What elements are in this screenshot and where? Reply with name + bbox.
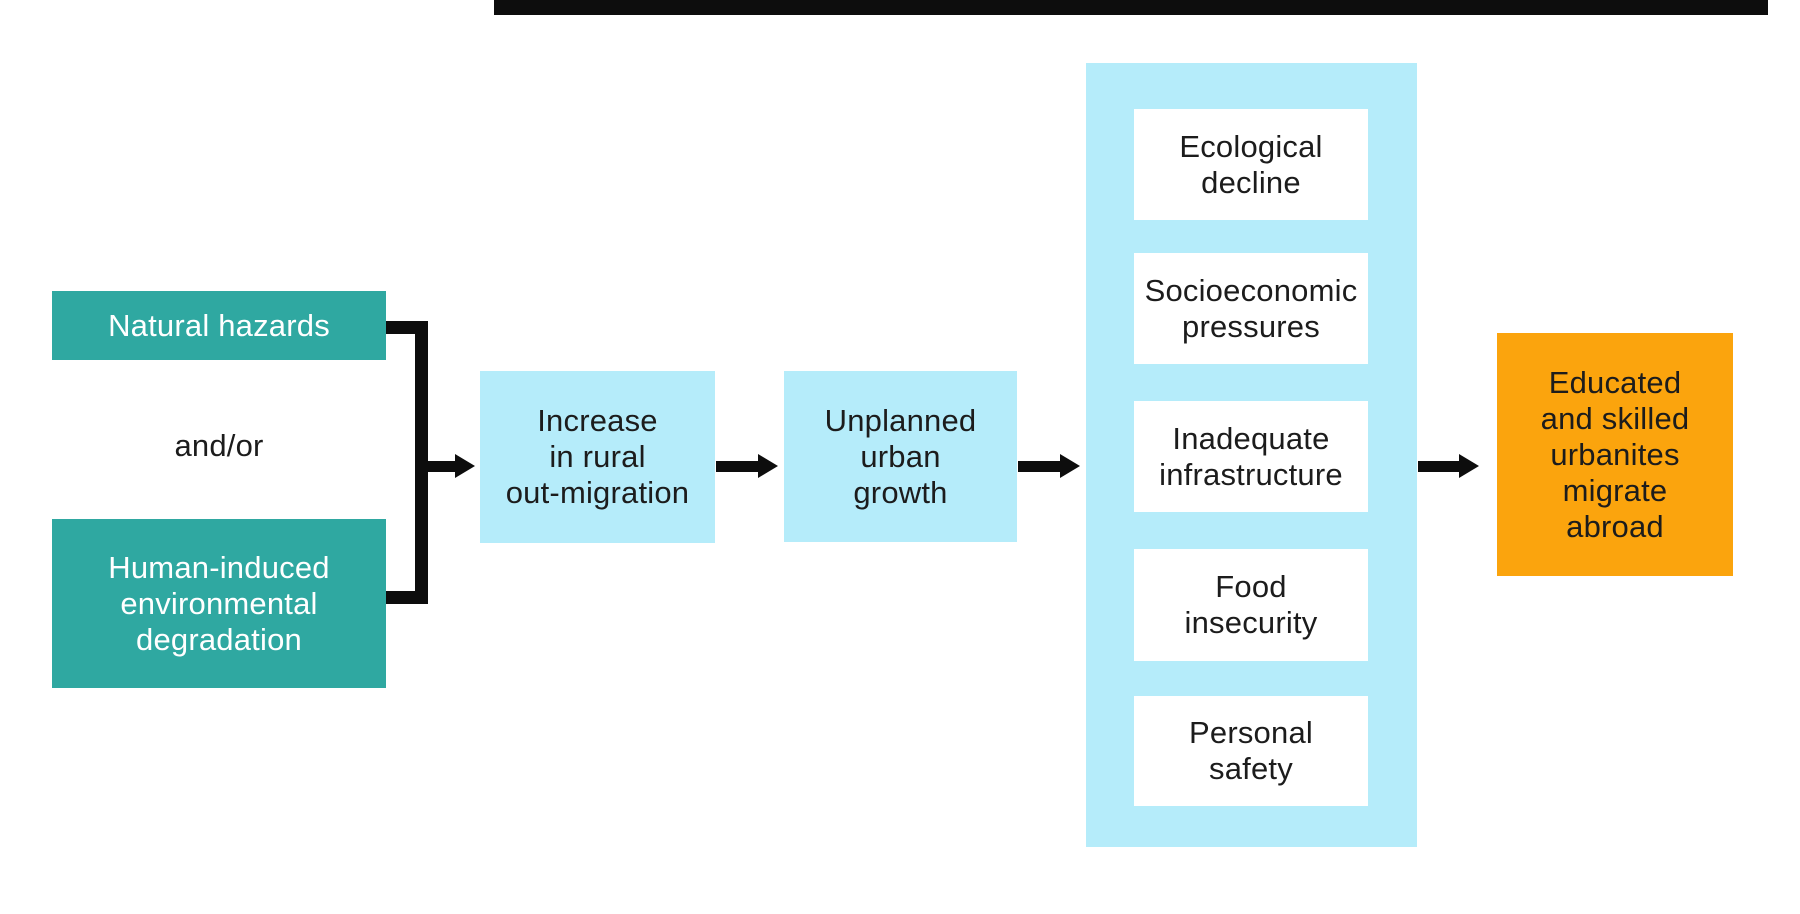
and-or-connector: and/or	[52, 428, 386, 464]
arrow-to-outcome-stem	[1418, 461, 1460, 472]
push-factor-inadequate-infrastructure: Inadequate infrastructure	[1134, 401, 1368, 512]
arrow-to-push-factors-stem	[1018, 461, 1062, 472]
push-factor-food-insecurity: Food insecurity	[1134, 549, 1368, 661]
push-factor-label: Socioeconomic pressures	[1144, 272, 1358, 344]
human-induced-label: Human-induced environmental degradation	[108, 549, 330, 657]
urban-growth-label: Unplanned urban growth	[824, 402, 977, 510]
arrow-to-outcome-head	[1459, 454, 1479, 478]
arrow-to-urban-growth-head	[758, 454, 778, 478]
rural-migration-label: Increase in rural out-migration	[505, 403, 690, 510]
urban-growth-box: Unplanned urban growth	[784, 371, 1017, 542]
top-black-bar	[494, 0, 1768, 15]
arrow-to-urban-growth-stem	[716, 461, 760, 472]
push-factor-label: Personal safety	[1189, 715, 1313, 786]
push-factor-label: Food insecurity	[1184, 569, 1318, 640]
push-factor-ecological-decline: Ecological decline	[1134, 109, 1368, 220]
push-factor-socioeconomic-pressures: Socioeconomic pressures	[1134, 253, 1368, 364]
arrow-to-push-factors-head	[1060, 454, 1080, 478]
push-factor-personal-safety: Personal safety	[1134, 696, 1368, 806]
push-factor-label: Ecological decline	[1179, 128, 1323, 200]
human-induced-box: Human-induced environmental degradation	[52, 519, 386, 688]
natural-hazards-label: Natural hazards	[108, 307, 330, 343]
rural-migration-box: Increase in rural out-migration	[480, 371, 715, 543]
bracket-bottom-segment	[386, 591, 428, 604]
and-or-label: and/or	[174, 428, 264, 463]
arrow-to-rural-migration-head	[455, 454, 475, 478]
natural-hazards-box: Natural hazards	[52, 291, 386, 360]
outcome-box: Educated and skilled urbanites migrate a…	[1497, 333, 1733, 576]
arrow-to-rural-migration-stem	[421, 461, 457, 472]
outcome-label: Educated and skilled urbanites migrate a…	[1540, 364, 1690, 544]
push-factor-label: Inadequate infrastructure	[1159, 420, 1343, 492]
